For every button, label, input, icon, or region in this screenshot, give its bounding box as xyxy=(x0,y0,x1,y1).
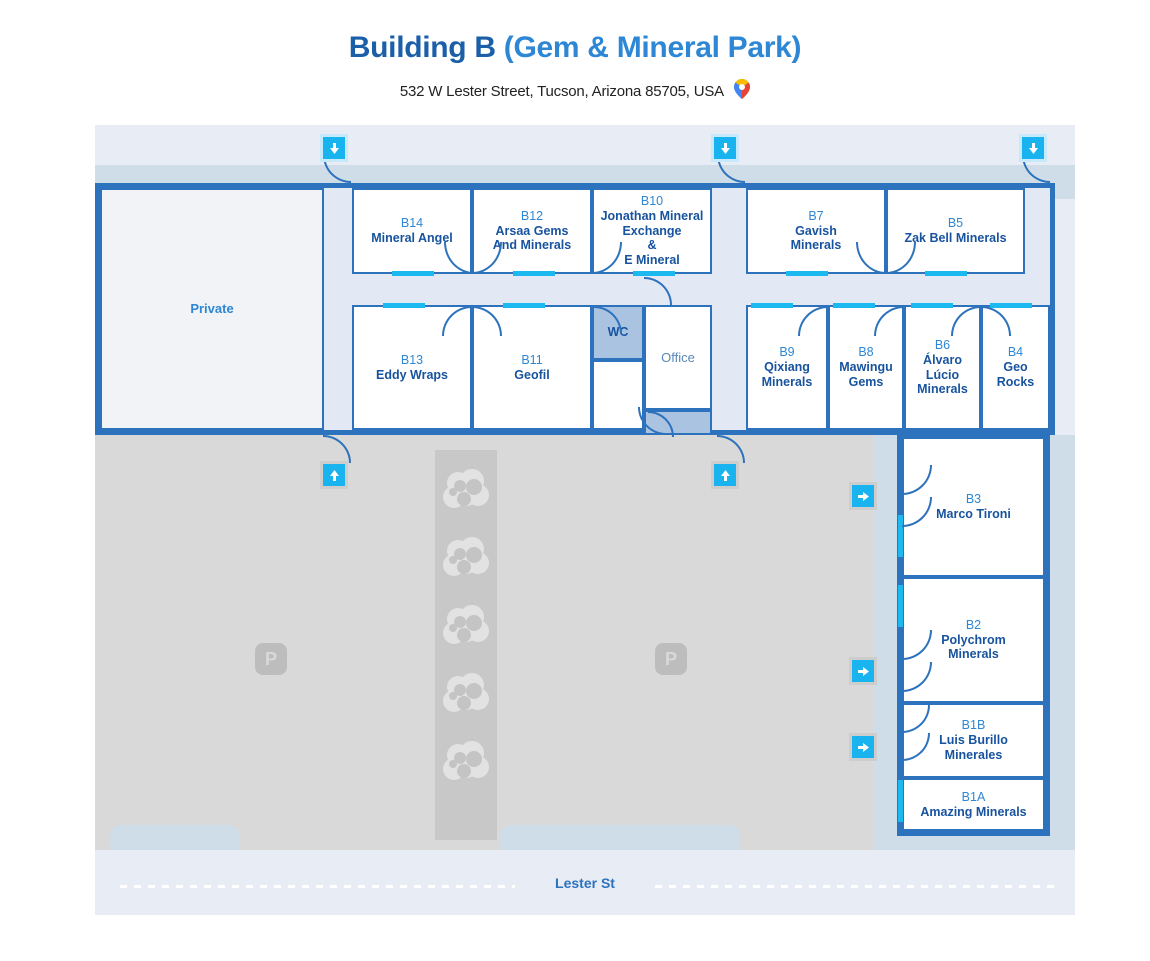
north-background xyxy=(95,125,1075,165)
window-b12 xyxy=(513,271,555,276)
window-b5 xyxy=(925,271,967,276)
window-b1a-east xyxy=(898,780,903,822)
room-b3-code: B3 xyxy=(965,492,982,507)
entrance-east-b3-arrow[interactable] xyxy=(852,485,874,507)
room-b4-name: Geo Rocks xyxy=(996,360,1035,389)
room-b9-code: B9 xyxy=(779,345,795,360)
room-b5-code: B5 xyxy=(947,216,964,231)
room-b14-name: Mineral Angel xyxy=(371,231,453,245)
window-b2-east xyxy=(898,585,903,627)
page-header: Building B (Gem & Mineral Park) 532 W Le… xyxy=(0,0,1150,125)
room-office-label: Office xyxy=(661,349,695,365)
driveway-apron-center xyxy=(500,825,740,850)
tree-icon xyxy=(438,669,494,725)
tree-icon xyxy=(438,465,494,521)
window-b3-east xyxy=(898,515,903,557)
arrow-right-icon xyxy=(857,666,869,676)
arrow-right-icon xyxy=(857,742,869,752)
room-b5-name: Zak Bell Minerals xyxy=(904,231,1007,245)
room-b9-name: Qixiang Minerals xyxy=(761,360,813,389)
entrance-north-east-arrow[interactable] xyxy=(1022,137,1044,159)
room-private[interactable]: Private xyxy=(100,188,324,430)
room-b8-code: B8 xyxy=(858,345,874,360)
room-b2-code: B2 xyxy=(965,617,982,632)
room-b6-name: Álvaro Lúcio Minerals xyxy=(917,352,968,397)
east-outer-strip xyxy=(1050,435,1075,850)
room-b1a-name: Amazing Minerals xyxy=(920,804,1027,819)
window-b9 xyxy=(751,303,793,308)
room-b10-code: B10 xyxy=(640,194,664,209)
street-dash-left xyxy=(120,885,515,888)
arrow-up-icon xyxy=(720,469,730,481)
room-private-label: Private xyxy=(190,301,234,317)
entrance-south-west-arrow[interactable] xyxy=(323,464,345,486)
window-b13 xyxy=(383,303,425,308)
window-b6 xyxy=(911,303,953,308)
room-b11-code: B11 xyxy=(521,352,543,367)
arrow-down-icon xyxy=(1028,142,1038,154)
room-b7-name: Gavish Minerals xyxy=(790,223,842,253)
entrance-south-center-arrow[interactable] xyxy=(714,464,736,486)
room-b1b-name: Luis Burillo Minerales xyxy=(939,733,1008,762)
room-b8-name: Mawingu Gems xyxy=(839,360,893,389)
window-b10 xyxy=(633,271,675,276)
title-main: Building B xyxy=(348,31,496,64)
room-b7-code: B7 xyxy=(808,208,824,223)
entrance-north-west-arrow[interactable] xyxy=(323,137,345,159)
room-b1a[interactable]: B1A Amazing Minerals xyxy=(902,778,1045,831)
entrance-east-b2-arrow[interactable] xyxy=(852,660,874,682)
room-service-closet[interactable] xyxy=(592,360,644,430)
page-title: Building B (Gem & Mineral Park) xyxy=(0,31,1150,65)
tree-icon xyxy=(438,601,494,657)
street-dash-right xyxy=(655,885,1055,888)
parking-marker: P xyxy=(655,643,687,675)
entrance-east-b1b-arrow[interactable] xyxy=(852,736,874,758)
google-maps-pin-icon[interactable] xyxy=(734,79,751,103)
window-b14 xyxy=(392,271,434,276)
arrow-down-icon xyxy=(329,142,339,154)
title-subtitle-paren: (Gem & Mineral Park) xyxy=(495,31,802,64)
window-b8 xyxy=(833,303,875,308)
address-text: 532 W Lester Street, Tucson, Arizona 857… xyxy=(399,83,724,100)
room-office[interactable]: Office xyxy=(644,305,712,410)
driveway-apron-west xyxy=(110,825,240,850)
arrow-right-icon xyxy=(857,491,869,501)
room-b2-name: Polychrom Minerals xyxy=(941,632,1006,662)
room-b6[interactable]: B6 Álvaro Lúcio Minerals xyxy=(904,305,981,430)
window-b7 xyxy=(786,271,828,276)
room-b1b-code: B1B xyxy=(961,718,986,733)
east-sidewalk-strip xyxy=(873,435,897,850)
parking-marker: P xyxy=(255,643,287,675)
room-b10-name: Jonathan Mineral Exchange & E Mineral xyxy=(600,208,704,268)
street-band: Lester St xyxy=(95,850,1075,915)
entrance-north-center-arrow[interactable] xyxy=(714,137,736,159)
street-name-label: Lester St xyxy=(555,875,615,891)
room-b1a-code: B1A xyxy=(961,789,986,804)
address-line: 532 W Lester Street, Tucson, Arizona 857… xyxy=(0,79,1150,103)
window-b11 xyxy=(503,303,545,308)
room-b4-code: B4 xyxy=(1007,345,1024,360)
tree-icon xyxy=(438,737,494,793)
arrow-down-icon xyxy=(720,142,730,154)
arrow-up-icon xyxy=(329,469,339,481)
room-b13-code: B13 xyxy=(400,352,424,367)
room-b14-code: B14 xyxy=(400,216,424,231)
room-b12-code: B12 xyxy=(520,208,544,223)
room-b11-name: Geofil xyxy=(514,367,550,382)
room-b6-code: B6 xyxy=(934,338,951,352)
room-b12-name: Arsaa Gems And Minerals xyxy=(492,223,572,253)
room-b3-name: Marco Tironi xyxy=(936,507,1011,521)
tree-icon xyxy=(438,533,494,589)
floor-plan-map[interactable]: P P Private B14 Mineral Angel B12 Arsaa … xyxy=(95,125,1075,915)
room-b13-name: Eddy Wraps xyxy=(375,367,448,382)
window-b4 xyxy=(990,303,1032,308)
